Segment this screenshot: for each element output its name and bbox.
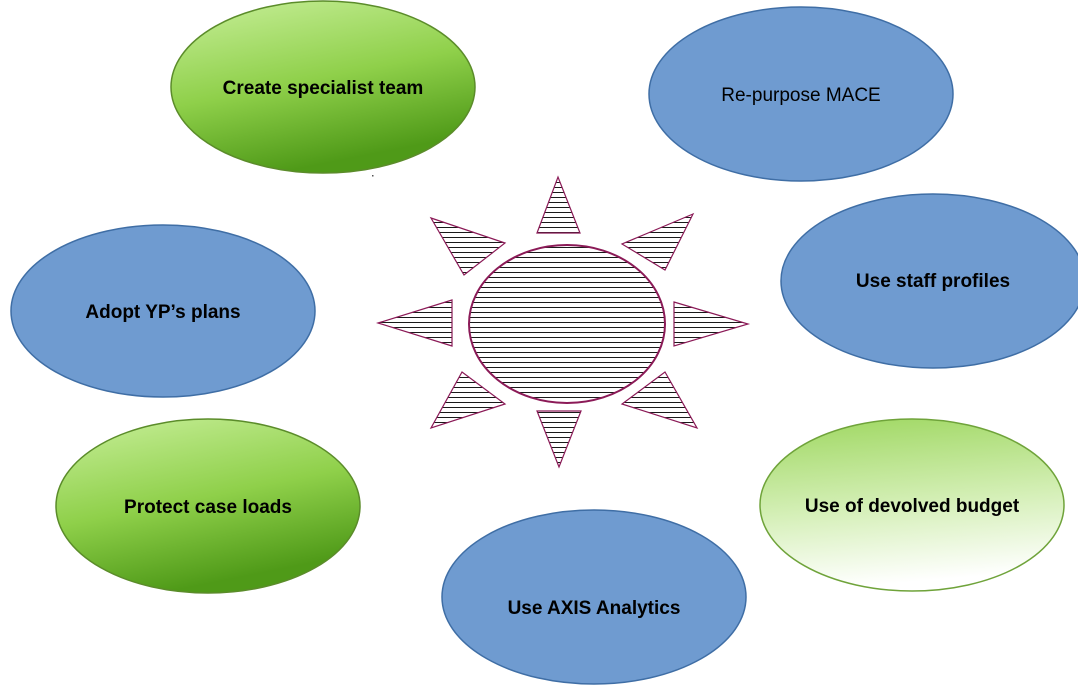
node-use-axis-analytics: Use AXIS Analytics bbox=[441, 509, 747, 685]
dot-mark bbox=[372, 175, 374, 177]
sun-ray-left bbox=[375, 299, 453, 347]
node-label: Use AXIS Analytics bbox=[508, 598, 681, 619]
sun-ray-bottom-right bbox=[620, 371, 699, 430]
node-label: Create specialist team bbox=[223, 78, 424, 99]
node-re-purpose-mace: Re-purpose MACE bbox=[648, 6, 954, 182]
node-label: Re-purpose MACE bbox=[721, 85, 880, 106]
node-protect-case-loads: Protect case loads bbox=[55, 418, 361, 594]
node-label: Protect case loads bbox=[124, 497, 292, 518]
sun-core bbox=[468, 244, 666, 404]
node-create-specialist-team: Create specialist team bbox=[170, 0, 476, 174]
sun-ray-top-left bbox=[429, 216, 507, 276]
sun-ray-bottom bbox=[536, 410, 582, 469]
node-adopt-yp-plans: Adopt YP’s plans bbox=[10, 224, 316, 398]
node-use-staff-profiles: Use staff profiles bbox=[780, 193, 1078, 369]
sun-ray-top bbox=[536, 175, 581, 234]
sun-ray-bottom-left bbox=[429, 371, 507, 430]
sun-ray-right bbox=[673, 301, 751, 347]
node-label: Use staff profiles bbox=[856, 271, 1010, 292]
sun-ray-top-right bbox=[620, 212, 695, 271]
sun-icon bbox=[375, 175, 751, 469]
node-label: Use of devolved budget bbox=[805, 496, 1020, 517]
node-label: Adopt YP’s plans bbox=[85, 302, 240, 323]
node-use-devolved-budget: Use of devolved budget bbox=[759, 418, 1065, 592]
